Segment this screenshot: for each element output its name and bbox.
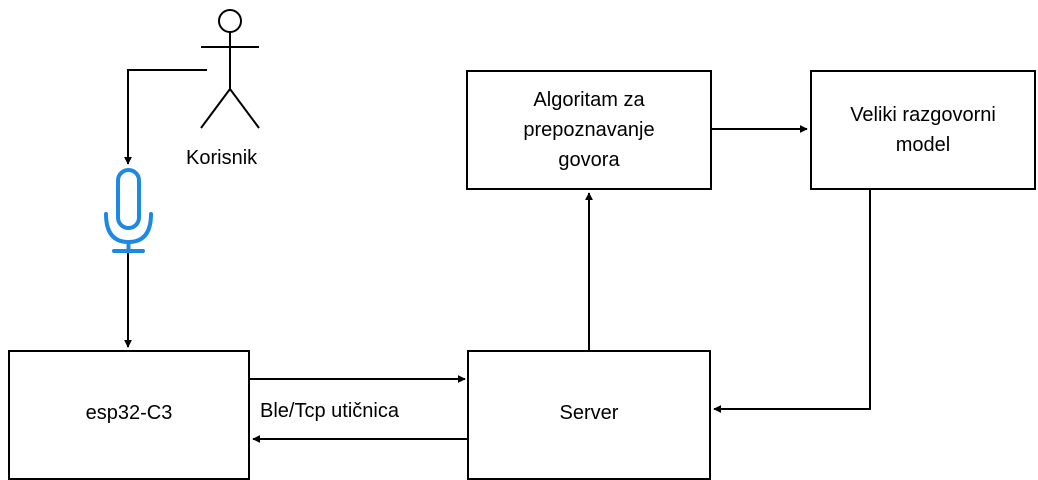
speech-recognition-label: Algoritam za prepoznavanje govora (523, 89, 655, 171)
edge-language-model-to-server (713, 190, 871, 413)
device-label: esp32-C3 (85, 402, 173, 424)
microphone-icon (104, 168, 153, 253)
user-actor-label: Korisnik (186, 147, 258, 169)
edge-user-to-microphone (124, 69, 207, 165)
server-node: Server (467, 350, 711, 480)
user-actor-icon (200, 9, 260, 129)
device-node: esp32-C3 (8, 350, 250, 480)
connection-label: Ble/Tcp utičnica (260, 400, 399, 422)
connectors-layer (104, 9, 871, 443)
language-model-node: Veliki razgovorni model (810, 70, 1036, 190)
language-model-label: Veliki razgovorni model (850, 104, 996, 156)
server-label: Server (559, 402, 619, 424)
speech-recognition-node: Algoritam za prepoznavanje govora (466, 70, 712, 190)
system-diagram: Korisnik Algoritam za prepoznavanje govo… (8, 9, 1036, 480)
